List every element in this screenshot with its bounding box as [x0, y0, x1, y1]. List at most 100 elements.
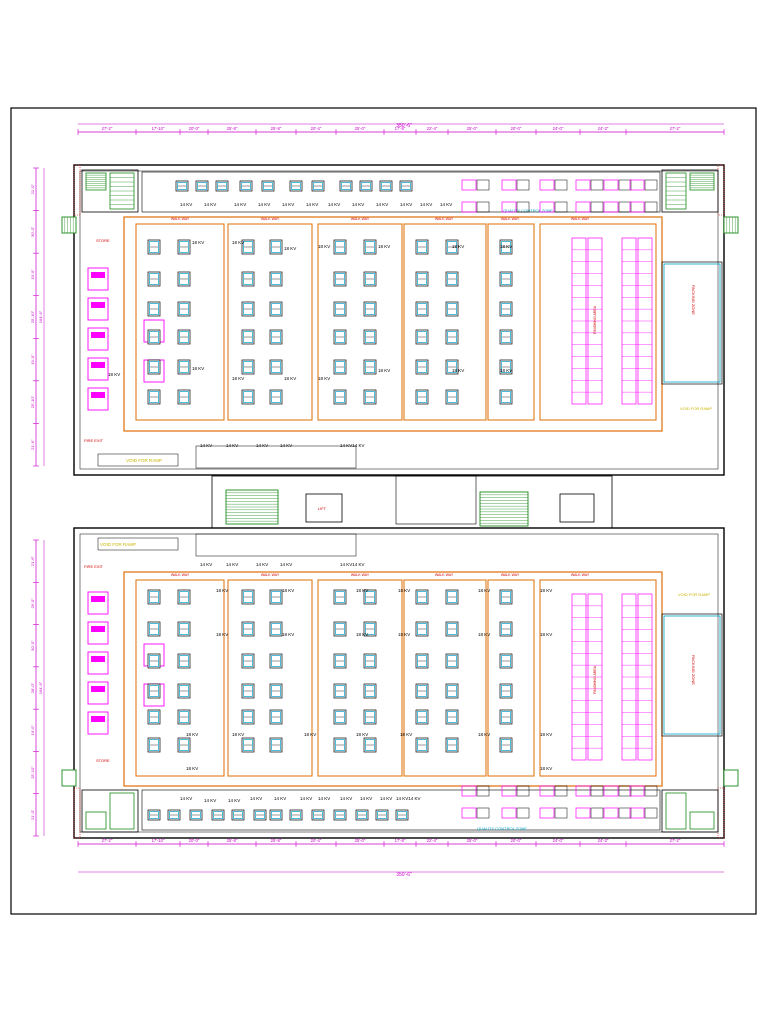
machine-head	[335, 361, 345, 373]
machine-head	[149, 685, 159, 697]
kv-label: 18 KV	[304, 732, 316, 737]
machine-head	[417, 711, 427, 723]
sewing-machine	[269, 809, 283, 821]
sewing-machine	[147, 301, 161, 317]
sewing-machine	[445, 389, 459, 405]
sewing-machine	[445, 301, 459, 317]
machine-head	[335, 685, 345, 697]
machine-head	[243, 739, 253, 751]
machine-head	[179, 303, 189, 315]
quality-table-frame	[629, 807, 645, 819]
machine-head	[177, 182, 187, 190]
store-rack	[87, 387, 109, 411]
sewing-machine	[147, 329, 161, 345]
machine-head	[417, 591, 427, 603]
machine-layer	[147, 179, 658, 821]
sewing-machine	[499, 239, 513, 255]
sewing-machine	[241, 621, 255, 637]
machine-head	[447, 361, 457, 373]
quality-table	[461, 179, 490, 213]
sewing-machine	[499, 301, 513, 317]
sewing-machine	[499, 389, 513, 405]
quality-table-frame	[461, 807, 477, 819]
machine-head	[243, 361, 253, 373]
quality-table-side	[644, 179, 658, 191]
sewing-machine	[445, 359, 459, 375]
machine-head	[447, 331, 457, 343]
kv-label: 18 KV	[284, 246, 296, 251]
lower-right-stair	[661, 789, 719, 833]
lower-block-outline	[73, 527, 725, 839]
machine-head	[501, 655, 511, 667]
sewing-machine	[445, 737, 459, 753]
sewing-machine	[445, 239, 459, 255]
side-dimension-label: 21'-6"	[30, 555, 35, 566]
kv-label: 14 KV	[204, 798, 216, 803]
sewing-machine	[363, 653, 377, 669]
sewing-machine	[333, 683, 347, 699]
machine-head	[447, 685, 457, 697]
kv-label: 14 KV	[318, 796, 330, 801]
left-dimension-top: 21'-0"30'-0"19'-0"25'-10"19'-0"25'-10"21…	[30, 167, 45, 467]
sewing-machine	[241, 301, 255, 317]
quality-table-side	[590, 807, 604, 819]
quality-table-frame	[539, 201, 555, 213]
quality-table-side	[476, 201, 490, 213]
machine-head	[149, 623, 159, 635]
sewing-machine	[363, 271, 377, 287]
quality-table-frame	[501, 179, 517, 191]
machine-head	[243, 591, 253, 603]
kv-label: 14 KV	[180, 796, 192, 801]
sewing-machine	[415, 301, 429, 317]
machine-head	[447, 655, 457, 667]
top-dimension-line: 27'-2"17'-10"20'-0"25'-8"25'-8"20'-4"25'…	[77, 123, 725, 135]
quality-table-frame	[629, 179, 645, 191]
machine-head	[179, 273, 189, 285]
sewing-machine	[147, 239, 161, 255]
store-rack-fill	[91, 716, 105, 722]
sewing-machine	[415, 709, 429, 725]
lower-left-store-racks	[87, 591, 165, 735]
side-dimension-total: 164'-6"	[38, 681, 43, 694]
kv-label: 18 KV	[398, 588, 410, 593]
kv-label: 18 KV	[216, 588, 228, 593]
upper-quality-zone-label: QUALITY CONTROL ZONE	[503, 208, 553, 213]
sewing-machine	[241, 589, 255, 605]
kv-label: 18 KV	[216, 632, 228, 637]
sewing-machine	[241, 359, 255, 375]
quality-table-side	[644, 201, 658, 213]
sewing-machine	[339, 180, 353, 192]
machine-head	[335, 623, 345, 635]
sewing-machine	[177, 737, 191, 753]
machine-head	[291, 182, 301, 190]
store-rack	[87, 267, 109, 291]
sewing-machine	[289, 180, 303, 192]
void-label: VOID FOR RAMP	[680, 406, 712, 411]
machine-head	[447, 711, 457, 723]
sewing-machine	[415, 271, 429, 287]
walkway-label: WALK WAY	[435, 217, 454, 221]
machine-head	[241, 182, 251, 190]
sewing-machine	[363, 621, 377, 637]
kv-label: 14 KV	[200, 443, 212, 448]
machine-head	[365, 739, 375, 751]
dimension-label: 24'-3"	[598, 126, 609, 131]
walkway-label: WALK WAY	[171, 217, 190, 221]
kv-label: 18 KV	[478, 588, 490, 593]
quality-table-frame	[603, 785, 619, 797]
side-dimension-label: 21'-6"	[30, 439, 35, 450]
sewing-machine	[445, 589, 459, 605]
kv-label: 18 KV	[452, 368, 464, 373]
sewing-machine	[241, 389, 255, 405]
production-bay	[487, 223, 535, 421]
sewing-machine	[363, 389, 377, 405]
kv-label: 14 KV	[400, 202, 412, 207]
sewing-machine	[269, 653, 283, 669]
machine-head	[149, 273, 159, 285]
sewing-machine	[261, 180, 275, 192]
machine-head	[271, 303, 281, 315]
sewing-machine	[147, 709, 161, 725]
machine-head	[271, 711, 281, 723]
side-dimension-label: 30'-0"	[30, 226, 35, 237]
